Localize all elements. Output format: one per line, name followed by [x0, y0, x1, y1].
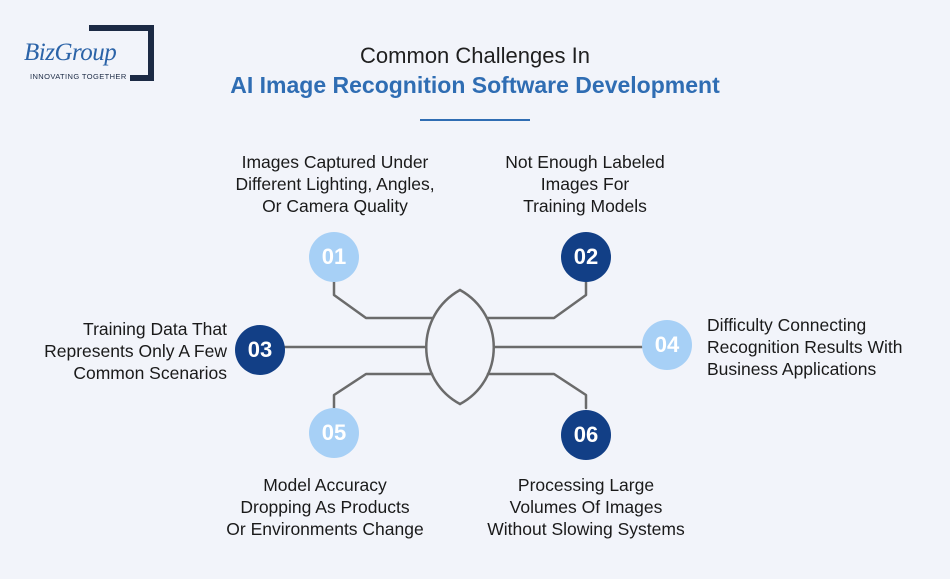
connector-02 [486, 280, 588, 320]
title-line-2: AI Image Recognition Software Developmen… [230, 72, 720, 98]
challenge-number-04: 04 [642, 320, 692, 370]
challenge-text-04: Difficulty Connecting Recognition Result… [707, 315, 903, 379]
connector-05 [332, 372, 434, 410]
lens-shape-right [458, 288, 495, 406]
challenge-number-01: 01 [309, 232, 359, 282]
challenge-text-05: Model Accuracy Dropping As Products Or E… [226, 475, 424, 539]
challenge-text-03: Training Data That Represents Only A Few… [44, 319, 227, 383]
bizgroup-logo: BizGroup INNOVATING TOGETHER [24, 25, 158, 83]
title-line-1: Common Challenges In [360, 43, 590, 68]
connector-01 [332, 280, 434, 320]
challenge-text-06: Processing Large Volumes Of Images Witho… [487, 475, 685, 539]
connector-06 [486, 372, 588, 410]
challenge-number-03: 03 [235, 325, 285, 375]
challenge-number-06: 06 [561, 410, 611, 460]
challenge-text-02: Not Enough Labeled Images For Training M… [505, 152, 665, 216]
logo-wordmark: BizGroup [24, 39, 119, 67]
lens-shape [425, 288, 462, 406]
title-underline [420, 119, 530, 121]
challenge-text-01: Images Captured Under Different Lighting… [235, 152, 435, 216]
challenge-number-05: 05 [309, 408, 359, 458]
logo-tagline: INNOVATING TOGETHER [30, 72, 130, 81]
challenge-number-02: 02 [561, 232, 611, 282]
